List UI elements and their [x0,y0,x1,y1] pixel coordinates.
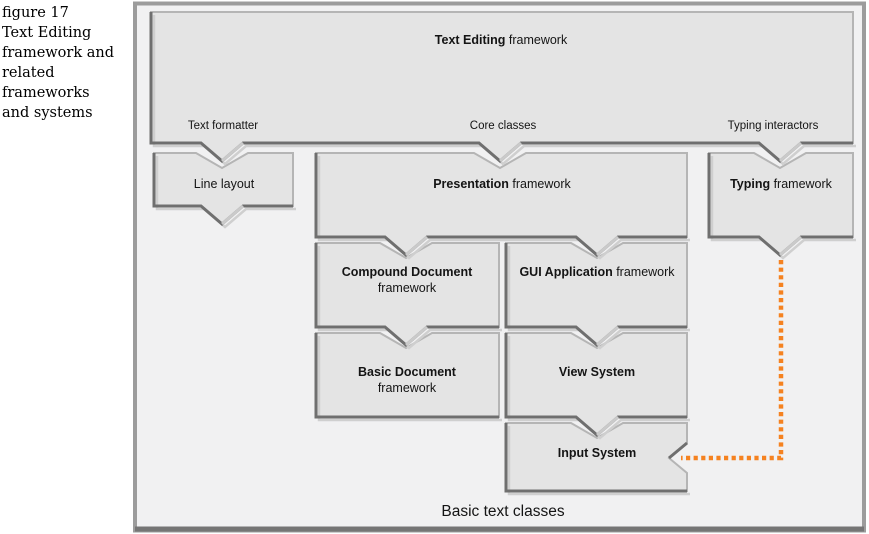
typing-framework-label: Typing framework [730,177,832,191]
compound-document-framework-label: Compound Document framework [341,265,473,295]
figure-caption-line: figure 17 [2,5,69,21]
gui-application-framework-label: GUI Application framework [519,265,675,279]
presentation-framework-label: Presentation framework [433,177,571,191]
tab-highlight-edges [221,141,802,437]
figure-caption: figure 17 Text Editing framework and rel… [2,3,132,123]
view-system-label: View System [558,365,636,379]
typing-to-input-connector [681,260,784,461]
basic-document-framework-label: Basic Document framework [358,365,456,395]
line-layout-label: Line layout [193,177,255,191]
input-system-label: Input System [557,446,637,460]
figure-caption-line: framework and [2,45,115,61]
basic-text-classes-caption: Basic text classes [441,503,565,520]
text-editing-framework-title: Text Editing framework [434,33,568,47]
port-label-typing-interactors: Typing interactors [727,120,819,132]
port-label-core-classes: Core classes [469,120,537,132]
figure-caption-line: and systems [2,105,93,121]
figure-caption-line: related [2,65,55,81]
figure-caption-line: frameworks [2,85,90,101]
port-label-text-formatter: Text formatter [187,120,259,132]
figure-caption-line: Text Editing [2,25,92,41]
